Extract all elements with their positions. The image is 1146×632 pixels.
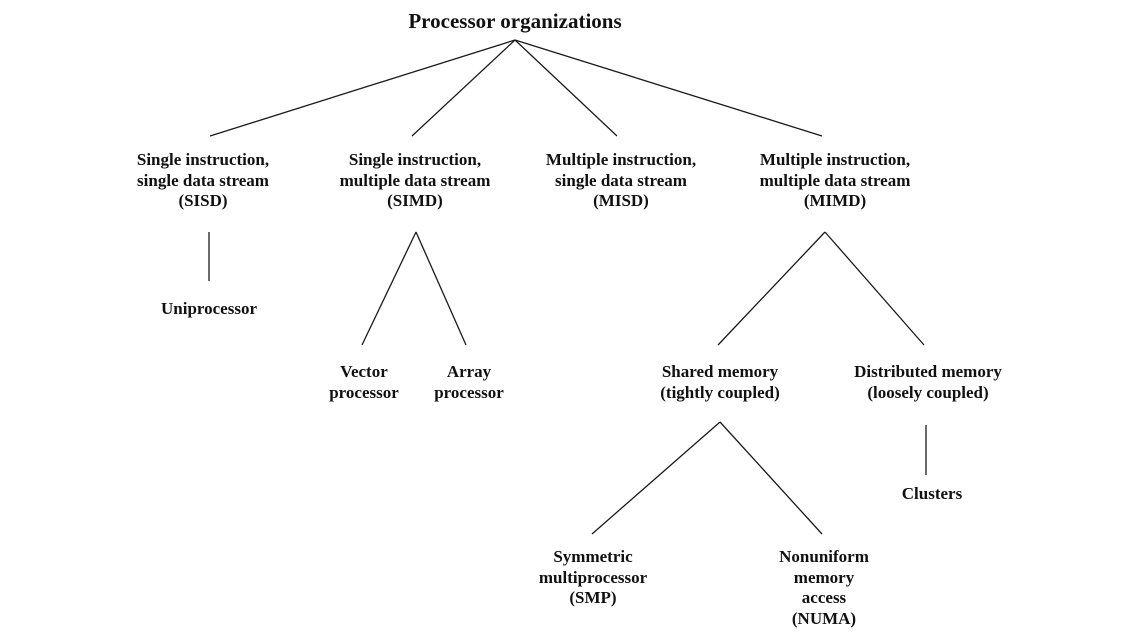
node-label-line: Vector <box>340 362 388 381</box>
node-label-line: (loosely coupled) <box>867 382 989 402</box>
node-misd: Multiple instruction, single data stream… <box>546 150 696 212</box>
edge-simd-array <box>415 231 467 346</box>
node-label-line: single data stream <box>137 170 269 190</box>
edge-shared-numa <box>719 421 823 535</box>
node-smp: Symmetric multiprocessor (SMP) <box>539 547 647 609</box>
edge-simd-vector <box>361 231 417 346</box>
edge-root-sisd <box>209 39 516 137</box>
node-label-line: multiprocessor <box>538 567 648 587</box>
node-label-line: Processor organizations <box>408 9 622 33</box>
node-label-line: processor <box>434 382 504 402</box>
node-label-line: memory <box>793 567 855 587</box>
edge-shared-smp <box>591 421 721 535</box>
node-label-line: processor <box>329 382 399 402</box>
node-label-line: (NUMA) <box>791 608 857 628</box>
root-node-processor-organizations: Processor organizations <box>408 9 621 33</box>
edge-mimd-shared <box>717 231 826 346</box>
node-numa: Nonuniform memory access (NUMA) <box>779 547 869 629</box>
node-label-line: Shared memory <box>661 362 779 381</box>
node-label-line: (tightly coupled) <box>660 382 780 402</box>
node-label-line: multiple data stream <box>339 170 491 190</box>
node-shared-memory: Shared memory (tightly coupled) <box>660 362 779 403</box>
node-distributed-memory: Distributed memory (loosely coupled) <box>854 362 1002 403</box>
edge-root-simd <box>411 39 516 137</box>
node-label-line: (SIMD) <box>387 191 443 210</box>
edge-root-mimd <box>514 39 823 137</box>
node-sisd: Single instruction, single data stream (… <box>137 150 269 212</box>
node-label-line: Single instruction, <box>136 150 270 169</box>
node-label-line: (SMP) <box>569 588 617 607</box>
node-label-line: (MIMD) <box>803 191 867 210</box>
node-label-line: (SISD) <box>178 191 228 210</box>
node-clusters: Clusters <box>902 484 962 505</box>
edge-root-misd <box>514 39 618 137</box>
node-vector-processor: Vector processor <box>329 362 399 403</box>
node-mimd: Multiple instruction, multiple data stre… <box>760 150 911 212</box>
node-label-line: single data stream <box>555 170 687 190</box>
node-label-line: access <box>801 588 847 607</box>
node-label-line: Multiple instruction, <box>759 150 911 169</box>
node-simd: Single instruction, multiple data stream… <box>340 150 491 212</box>
node-label-line: Symmetric <box>553 547 633 566</box>
node-label-line: Single instruction, <box>348 150 482 169</box>
node-label-line: (MISD) <box>593 191 649 210</box>
node-label-line: Clusters <box>901 484 963 503</box>
node-label-line: multiple data stream <box>759 170 911 190</box>
node-label-line: Multiple instruction, <box>545 150 697 169</box>
node-label-line: Distributed memory <box>854 362 1002 381</box>
node-uniprocessor: Uniprocessor <box>161 299 257 320</box>
node-label-line: Uniprocessor <box>160 299 258 318</box>
node-label-line: Nonuniform <box>779 547 869 566</box>
node-label-line: Array <box>446 362 492 381</box>
edge-mimd-distributed <box>824 231 925 346</box>
node-array-processor: Array processor <box>434 362 504 403</box>
